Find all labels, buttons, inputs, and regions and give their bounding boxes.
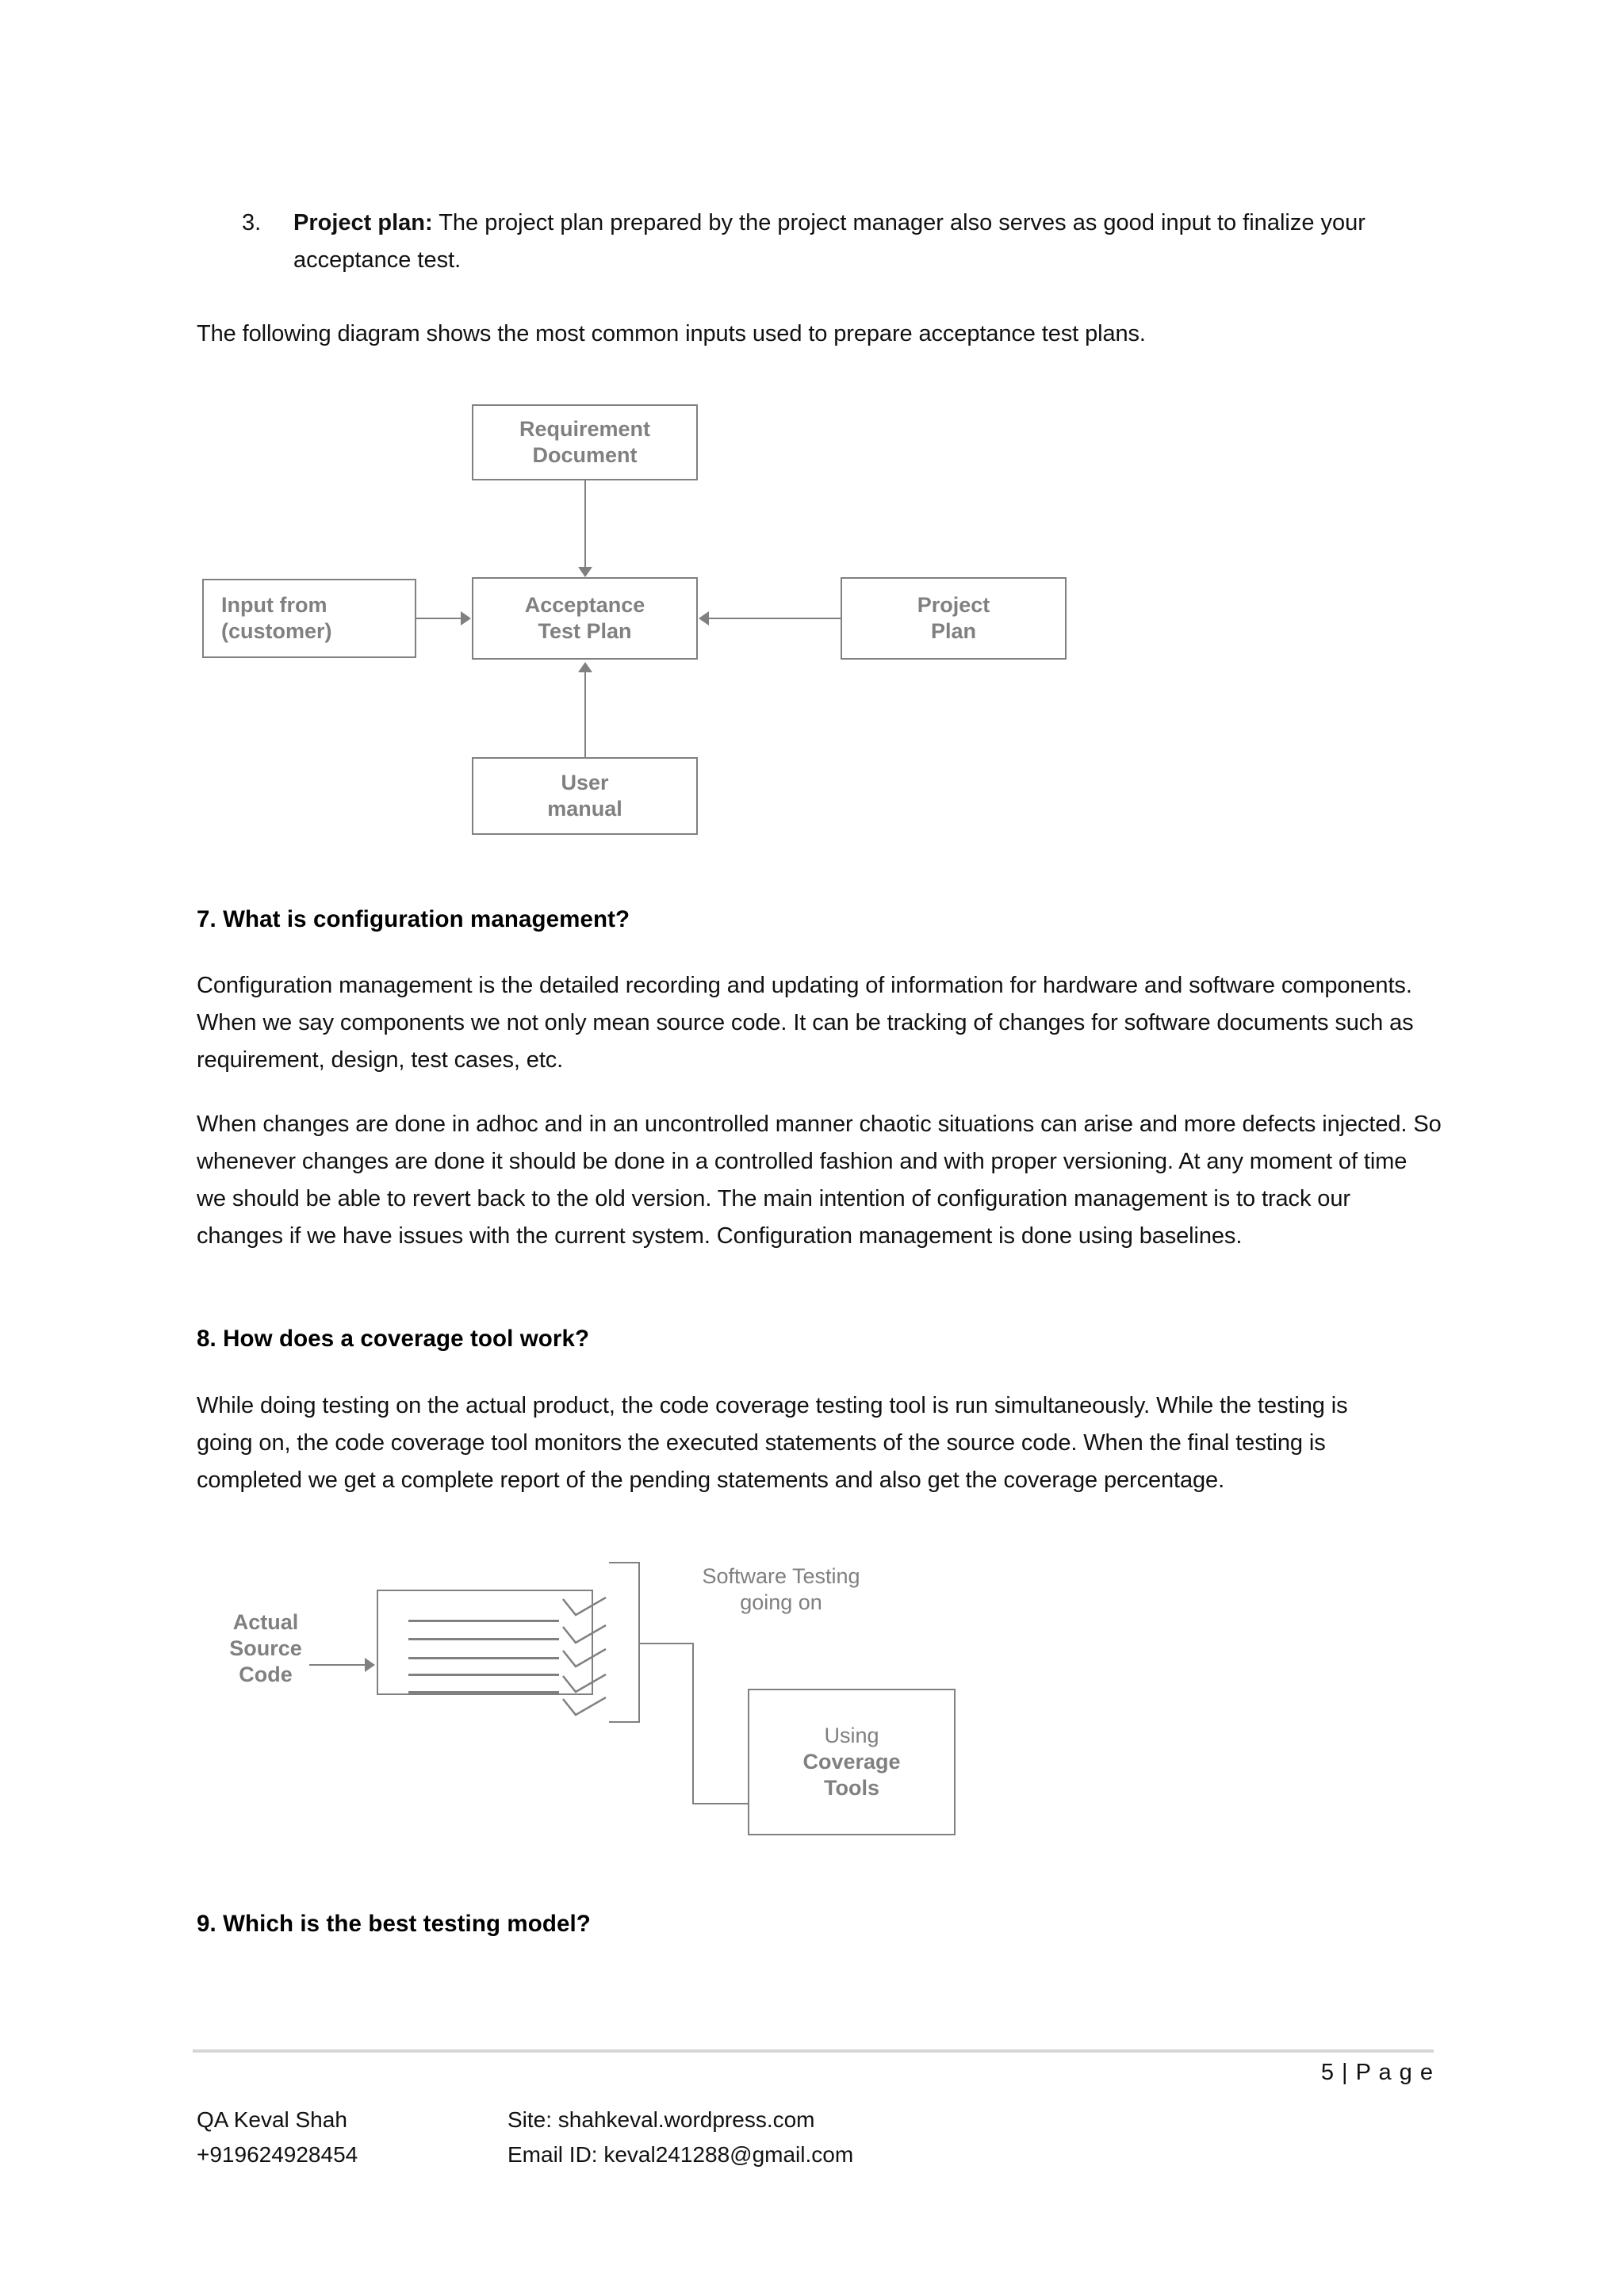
box-using-coverage-tools-content: Using Coverage Tools [802, 1723, 900, 1801]
box-using-coverage-tools: Using Coverage Tools [748, 1689, 956, 1835]
section-7-paragraph-1: Configuration management is the detailed… [197, 973, 1414, 1073]
list-item-body: Project plan: The project plan prepared … [293, 205, 1447, 279]
intro-paragraph: The following diagram shows the most com… [197, 321, 1146, 346]
box-input-from-customer: Input from (customer) [202, 579, 416, 658]
connector-project-to-plan [708, 618, 841, 619]
connector-requirement-to-plan [584, 480, 586, 569]
box-project-plan: Project Plan [841, 577, 1067, 660]
connector-stem-vertical [692, 1643, 694, 1804]
footer-phone: +919624928454 [197, 2142, 358, 2167]
label-using: Using [824, 1724, 879, 1747]
bracket-bottom-stub [609, 1721, 640, 1723]
connector-manual-to-plan [584, 672, 586, 758]
arrowhead-left-project [699, 611, 709, 626]
footer-contact-block: QA Keval Shah +919624928454 [197, 2103, 358, 2172]
box-acceptance-test-plan: Acceptance Test Plan [472, 577, 698, 660]
arrowhead-right-source-code [365, 1658, 375, 1672]
connector-stem-to-tools [692, 1803, 749, 1804]
arrowhead-down-requirement [578, 567, 592, 577]
connector-source-to-codebox [309, 1664, 366, 1666]
box-requirement-document-label: Requirement Document [519, 417, 651, 467]
arrowhead-right-input [461, 611, 471, 626]
footer-links-block: Site: shahkeval.wordpress.com Email ID: … [508, 2103, 853, 2172]
acceptance-test-plan-diagram: Requirement Document Input from (custome… [190, 396, 1078, 856]
check-mark-icon [561, 1696, 609, 1721]
footer-divider [193, 2049, 1434, 2053]
box-project-plan-label: Project Plan [917, 593, 990, 643]
section-heading-7: 7. What is configuration management? [197, 906, 630, 932]
box-requirement-document: Requirement Document [472, 404, 698, 480]
list-item: 3. Project plan: The project plan prepar… [242, 205, 1447, 279]
connector-bracket-to-stem [638, 1643, 694, 1644]
box-user-manual-label: User manual [547, 771, 622, 821]
footer-name: QA Keval Shah [197, 2107, 347, 2132]
section-8-paragraph-1: While doing testing on the actual produc… [197, 1393, 1348, 1493]
check-mark-icon [561, 1624, 609, 1649]
page-number: 5 | P a g e [1320, 2060, 1434, 2085]
check-mark-icon [561, 1596, 609, 1621]
footer-email: Email ID: keval241288@gmail.com [508, 2142, 854, 2167]
code-line [408, 1620, 559, 1622]
section-heading-9: 9. Which is the best testing model? [197, 1911, 591, 1937]
check-mark-icon [561, 1673, 609, 1698]
bracket-vertical [638, 1562, 640, 1723]
section-heading-8: 8. How does a coverage tool work? [197, 1326, 590, 1352]
box-input-from-customer-label: Input from (customer) [221, 593, 332, 643]
source-code-box [377, 1590, 593, 1695]
code-line [408, 1674, 559, 1676]
section-7-paragraph-2: When changes are done in adhoc and in an… [197, 1112, 1442, 1249]
connector-input-to-plan [416, 618, 462, 619]
list-item-text: The project plan prepared by the project… [293, 210, 1365, 273]
arrowhead-up-manual [578, 662, 592, 672]
label-software-testing: Software Testing going on [702, 1564, 860, 1614]
label-coverage-tools: Coverage Tools [802, 1750, 901, 1800]
code-line [408, 1691, 559, 1693]
box-acceptance-test-plan-label: Acceptance Test Plan [524, 593, 645, 643]
code-line [408, 1638, 559, 1640]
coverage-tool-diagram: Actual Source Code [190, 1530, 1031, 1895]
footer-site: Site: shahkeval.wordpress.com [508, 2107, 815, 2132]
code-line [408, 1657, 559, 1659]
label-actual-source-code: Actual Source Code [229, 1610, 302, 1686]
list-item-marker: 3. [242, 210, 262, 235]
check-mark-icon [561, 1647, 609, 1673]
list-item-label: Project plan: [293, 210, 433, 235]
bracket-top-stub [609, 1562, 640, 1563]
box-user-manual: User manual [472, 757, 698, 835]
